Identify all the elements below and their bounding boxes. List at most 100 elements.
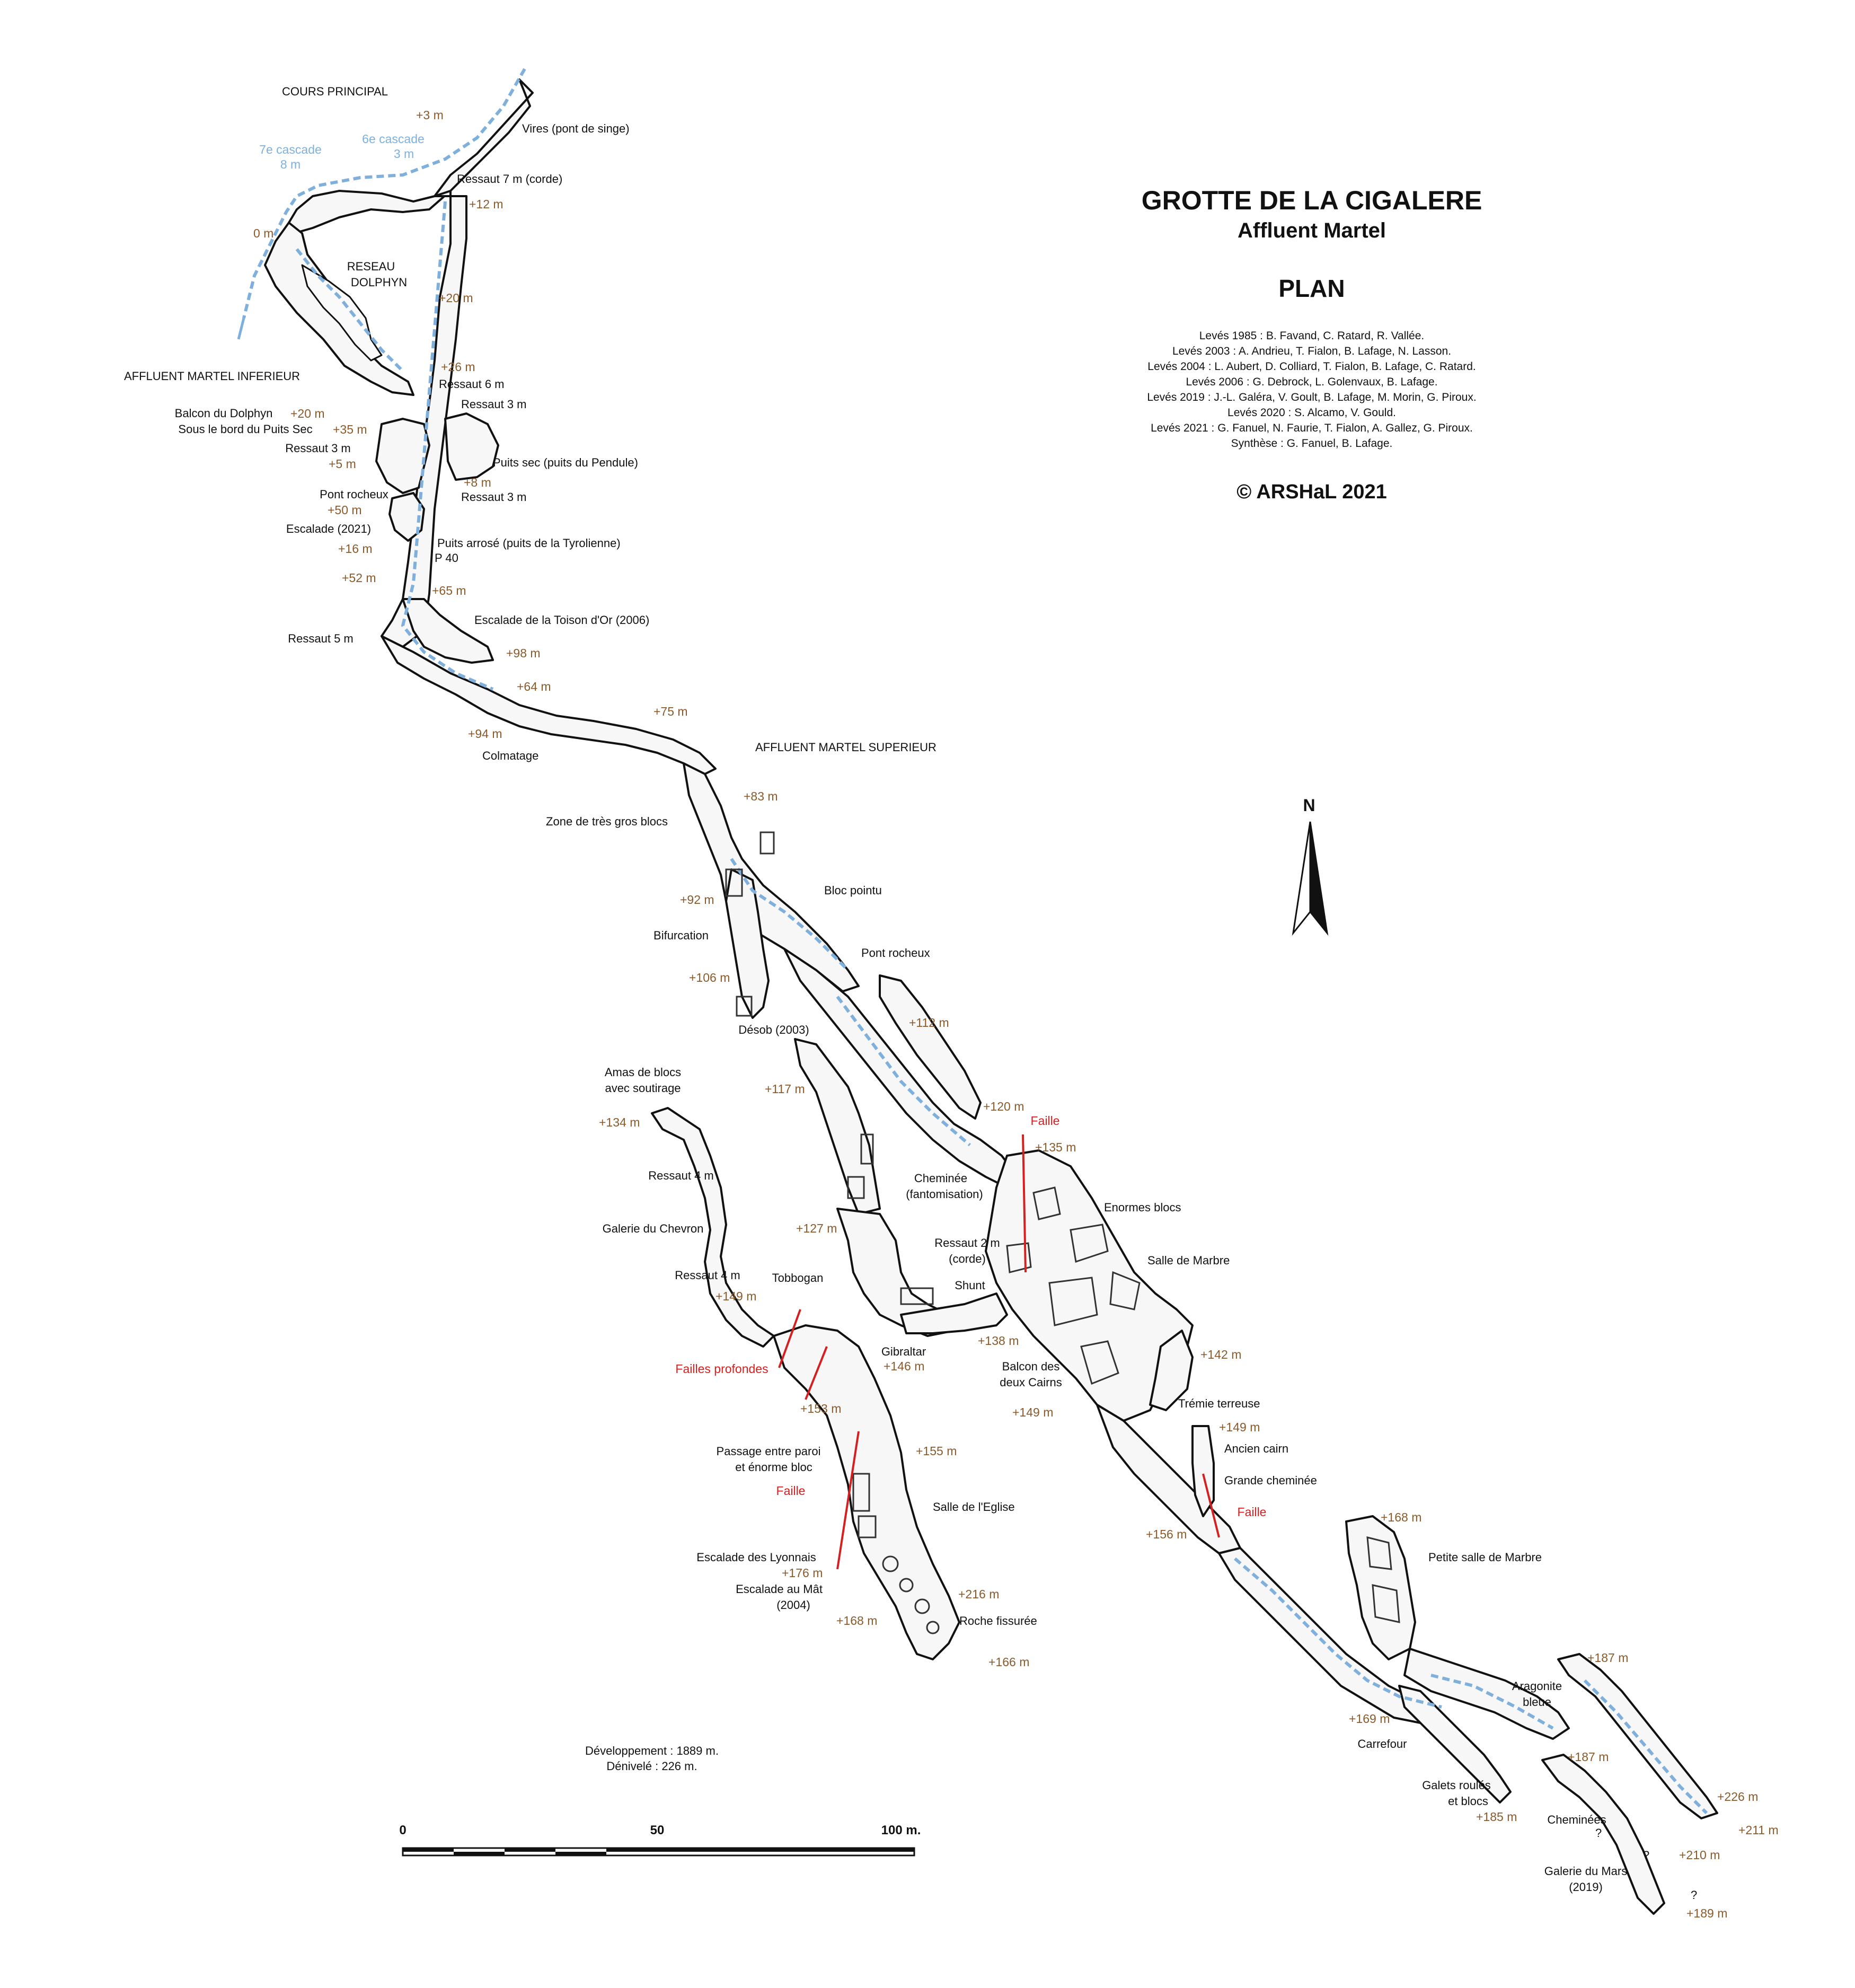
altitude: +112 m (909, 1016, 949, 1030)
altitude: +134 m (599, 1115, 640, 1129)
altitude: +149 m (1012, 1405, 1053, 1419)
altitude: +75 m (653, 705, 688, 718)
label-escalade-mat: Escalade au Mât (736, 1582, 823, 1596)
north-arrow: N (1292, 796, 1329, 936)
altitude: +135 m (1035, 1140, 1076, 1154)
altitude: +20 m (290, 407, 325, 420)
fault-eglise (836, 1431, 860, 1570)
passage-tremie (1149, 1330, 1194, 1411)
altitude: +149 m (1219, 1420, 1260, 1434)
label-gros-blocs: Zone de très gros blocs (546, 815, 668, 828)
block (1006, 1242, 1032, 1273)
label-escalade-2021: Escalade (2021) (286, 522, 371, 535)
label-unknown-3: ? (1691, 1888, 1697, 1902)
block (1109, 1271, 1141, 1310)
altitude: +5 m (329, 457, 356, 471)
scale-seg-2 (454, 1852, 505, 1855)
label-desob: Désob (2003) (738, 1023, 809, 1036)
salle-de-l-eglise (773, 1324, 960, 1660)
label-puits-sec: Puits sec (puits du Pendule) (493, 456, 638, 469)
stream-226 (1583, 1679, 1708, 1815)
chamber-balcon (375, 418, 430, 494)
label-fantomisation: (fantomisation) (906, 1187, 983, 1201)
label-ressaut-2m-corde: (corde) (949, 1252, 986, 1265)
streams (237, 68, 1708, 1815)
altitude: +8 m (464, 476, 491, 489)
label-faille-marbre: Faille (1031, 1114, 1060, 1128)
label-ressaut-5m: Ressaut 5 m (288, 632, 354, 645)
block (1080, 1340, 1119, 1385)
altitude: +142 m (1200, 1348, 1241, 1361)
block (1372, 1584, 1400, 1623)
fault-profondes-2 (805, 1346, 828, 1400)
altitude: 0 m (253, 226, 273, 240)
label-reseau: RESEAU (347, 260, 395, 273)
altitude: +210 m (1679, 1848, 1720, 1862)
label-ressaut-3m-a: Ressaut 3 m (461, 398, 527, 411)
label-unknown-1: ? (1595, 1826, 1602, 1840)
altitude: +187 m (1587, 1651, 1628, 1665)
label-ressaut-6m: Ressaut 6 m (439, 377, 505, 391)
altitude: +83 m (744, 789, 778, 803)
label-salle-de-marbre: Salle de Marbre (1147, 1254, 1230, 1267)
block (1070, 1224, 1109, 1263)
altitude: +169 m (1349, 1712, 1390, 1726)
passage-toison (402, 598, 494, 664)
label-passage-bloc: et énorme bloc (735, 1461, 812, 1474)
petite-salle-de-marbre (1345, 1515, 1416, 1660)
label-7e-cascade: 7e cascade (259, 143, 322, 156)
label-sous-bord-puits-sec: Sous le bord du Puits Sec (178, 423, 312, 436)
scale-bar: 0 50 100 m. (399, 1823, 921, 1857)
fault-profondes-1 (778, 1309, 801, 1368)
altitude: +65 m (432, 584, 466, 597)
label-bloc-pointu: Bloc pointu (824, 884, 882, 897)
label-tremie-terreuse: Trémie terreuse (1178, 1397, 1260, 1410)
label-cours-principal: COURS PRINCIPAL (282, 85, 388, 98)
altitude: +106 m (689, 971, 730, 984)
scale-tick-100: 100 m. (881, 1823, 921, 1837)
passage-112 (879, 974, 982, 1120)
cave-passages (264, 78, 1718, 1915)
place-labels: COURS PRINCIPAL Vires (pont de singe) Re… (124, 85, 1697, 1902)
block (847, 1176, 865, 1199)
stream-dolphyn (295, 248, 404, 373)
label-petite-salle-marbre: Petite salle de Marbre (1428, 1551, 1542, 1564)
altitude: +26 m (441, 360, 475, 374)
label-affluent-martel-superieur: AFFLUENT MARTEL SUPERIEUR (755, 741, 937, 754)
scale-tick-0: 0 (399, 1823, 406, 1837)
altitude: +211 m (1738, 1823, 1779, 1837)
scale-seg-5 (606, 1848, 657, 1852)
label-galets-blocs: et blocs (1448, 1795, 1488, 1808)
altitude: +153 m (800, 1402, 841, 1415)
label-vires: Vires (pont de singe) (522, 122, 630, 135)
scale-seg-1 (403, 1848, 454, 1852)
credit-line-6: Levés 2021 : G. Fanuel, N. Faurie, T. Fi… (1151, 422, 1473, 434)
label-balcon-cairns-1: Balcon des (1002, 1360, 1060, 1373)
label-amas-soutirage: avec soutirage (605, 1081, 681, 1095)
block (926, 1621, 940, 1634)
scale-seg-6 (657, 1848, 914, 1852)
label-balcon-cairns-2: deux Cairns (1000, 1376, 1062, 1389)
label-unknown-2: ? (1643, 1849, 1649, 1862)
label-ancien-cairn: Ancien cairn (1224, 1442, 1288, 1455)
block (725, 868, 743, 897)
scale-seg-4 (555, 1852, 606, 1855)
passage-shunt (900, 1292, 1008, 1334)
label-bifurcation: Bifurcation (653, 929, 709, 942)
credit-line-5: Levés 2020 : S. Alcamo, V. Gould. (1227, 407, 1396, 419)
stat-development: Développement : 1889 m. (585, 1744, 719, 1757)
block (852, 1473, 870, 1512)
block (899, 1578, 914, 1593)
altitude: +226 m (1717, 1790, 1758, 1804)
altitude: +176 m (782, 1566, 823, 1580)
label-ressaut-3m-c: Ressaut 3 m (461, 490, 527, 504)
stream-pont-rocheux (836, 996, 971, 1147)
altitude: +92 m (680, 893, 714, 907)
label-roche-fissuree: Roche fissurée (959, 1614, 1037, 1628)
label-shunt: Shunt (955, 1279, 985, 1292)
label-colmatage: Colmatage (482, 749, 538, 762)
altitude: +156 m (1146, 1527, 1187, 1541)
altitude: +64 m (517, 680, 551, 693)
credit-line-4: Levés 2019 : J.-L. Galéra, V. Goult, B. … (1147, 391, 1476, 403)
altitude: +216 m (958, 1587, 999, 1601)
